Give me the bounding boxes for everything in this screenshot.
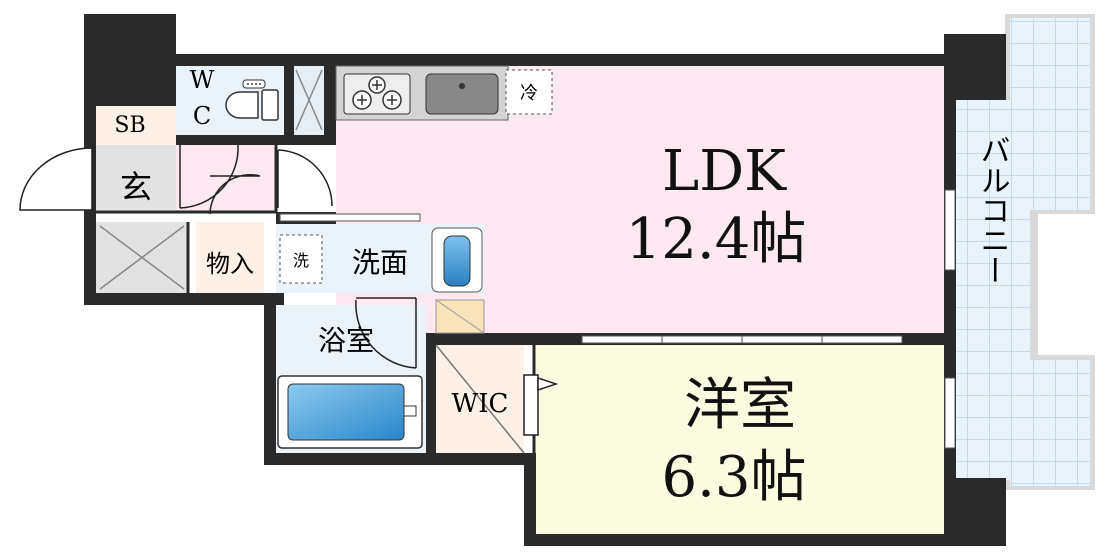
western-room-name: 洋室 bbox=[684, 373, 796, 438]
vanity-sink bbox=[431, 227, 483, 293]
washer-space bbox=[279, 234, 323, 284]
shoe-box-area bbox=[96, 106, 176, 145]
basin-icon bbox=[443, 235, 471, 287]
toilet-door[interactable] bbox=[179, 144, 239, 209]
washroom-label: 洗面 bbox=[352, 246, 408, 279]
wic-door[interactable] bbox=[523, 374, 559, 436]
western-window[interactable] bbox=[944, 377, 956, 449]
western-room-size: 6.3帖 bbox=[661, 445, 806, 510]
storage-label: 物入 bbox=[206, 250, 254, 278]
storage-floor bbox=[196, 222, 264, 293]
bath-door[interactable] bbox=[355, 297, 417, 369]
entrance-floor bbox=[96, 145, 176, 210]
bath-label: 浴室 bbox=[318, 324, 374, 357]
ldk-window[interactable] bbox=[944, 189, 956, 271]
washroom-door[interactable] bbox=[279, 213, 421, 222]
entrance-label: 玄 bbox=[120, 168, 152, 206]
wic-label: WIC bbox=[452, 389, 509, 419]
hall-floor bbox=[176, 145, 276, 212]
hall-door[interactable] bbox=[277, 149, 333, 208]
faucet-icon bbox=[403, 405, 417, 417]
kitchen-counter: 冷 bbox=[335, 65, 553, 121]
sliding-door[interactable] bbox=[581, 335, 903, 344]
balcony-label: バルコニー bbox=[975, 135, 1010, 285]
bathtub bbox=[277, 375, 423, 449]
ldk-size: 12.4帖 bbox=[626, 207, 807, 272]
toilet-fixture bbox=[225, 79, 279, 121]
fridge-label: 冷 bbox=[520, 83, 538, 104]
entrance-door[interactable] bbox=[19, 147, 93, 211]
toilet-label-top: W bbox=[190, 66, 215, 94]
fridge-space bbox=[505, 69, 553, 115]
sink-faucet-icon bbox=[459, 83, 465, 89]
ldk-name: LDK bbox=[662, 139, 787, 204]
washer-label: 洗 bbox=[293, 251, 309, 270]
stove-icon bbox=[352, 76, 402, 110]
western-room-floor bbox=[536, 345, 944, 534]
storage-door[interactable] bbox=[209, 173, 261, 215]
shoe-box-label: SB bbox=[114, 113, 145, 138]
toilet-label-bottom: C bbox=[193, 102, 211, 130]
balcony bbox=[955, 14, 1095, 490]
